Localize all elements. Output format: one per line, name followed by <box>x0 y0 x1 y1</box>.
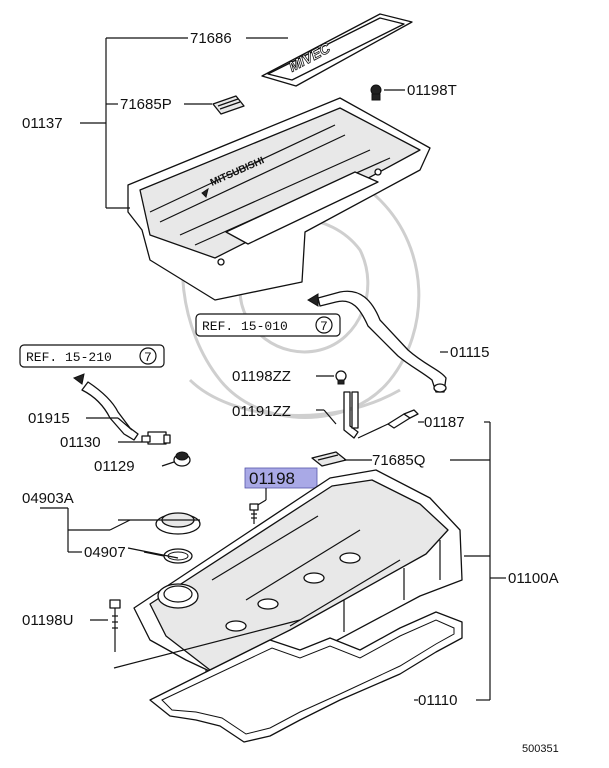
mivec-plate[interactable]: MIVEC <box>261 13 413 87</box>
label-01191zz: 01191ZZ <box>232 403 291 420</box>
ref-15-210-num: 7 <box>144 350 152 365</box>
pcv-valve-01130[interactable] <box>141 431 171 445</box>
label-01198zz: 01198ZZ <box>232 368 291 385</box>
bolt-01198zz[interactable] <box>335 370 347 385</box>
ref-box-15-010[interactable]: REF. 15-010 7 <box>195 313 341 337</box>
bolt-01198t[interactable] <box>370 84 382 101</box>
label-01129: 01129 <box>94 458 135 475</box>
label-01187: 01187 <box>424 414 465 431</box>
badge-71685q[interactable] <box>311 451 347 467</box>
diagram-number: 500351 <box>522 743 559 755</box>
rocker-cover-01100a[interactable] <box>133 469 463 716</box>
bolt-01198[interactable] <box>249 503 259 524</box>
clip-01191zz[interactable] <box>343 391 359 439</box>
label-01198-highlight <box>244 467 318 489</box>
label-01198t: 01198T <box>407 82 457 99</box>
gasket-01110[interactable] <box>149 611 463 743</box>
ref-15-010-num: 7 <box>320 319 328 334</box>
ref-15-210-text: REF. 15-210 <box>26 350 112 365</box>
hose-01915[interactable] <box>72 373 139 441</box>
stud-01187[interactable] <box>387 409 419 429</box>
ref-15-010-text: REF. 15-010 <box>202 319 288 334</box>
gasket-04907[interactable] <box>163 548 193 564</box>
label-01115: 01115 <box>450 344 490 361</box>
label-01130: 01130 <box>60 434 101 451</box>
label-01915: 01915 <box>28 410 70 427</box>
label-01198u: 01198U <box>22 612 73 629</box>
label-04907: 04907 <box>84 544 126 561</box>
hose-01115[interactable] <box>307 290 447 393</box>
engine-cover-01137[interactable]: MITSUBISHI <box>127 97 431 301</box>
badge-71685p[interactable] <box>212 95 245 115</box>
label-01137: 01137 <box>22 115 63 132</box>
label-01100a: 01100A <box>508 570 559 587</box>
bolt-01198u[interactable] <box>109 599 121 652</box>
label-04903a: 04903A <box>22 490 74 507</box>
label-01110: 01110 <box>418 692 458 709</box>
label-71685q: 71685Q <box>372 452 425 469</box>
label-71685p: 71685P <box>120 96 172 113</box>
oil-cap-04903a[interactable] <box>155 512 201 535</box>
grommet-01129[interactable] <box>173 451 191 467</box>
label-71686: 71686 <box>190 30 232 47</box>
ref-box-15-210[interactable]: REF. 15-210 7 <box>19 344 165 368</box>
label-01198[interactable]: 01198 <box>249 469 295 488</box>
